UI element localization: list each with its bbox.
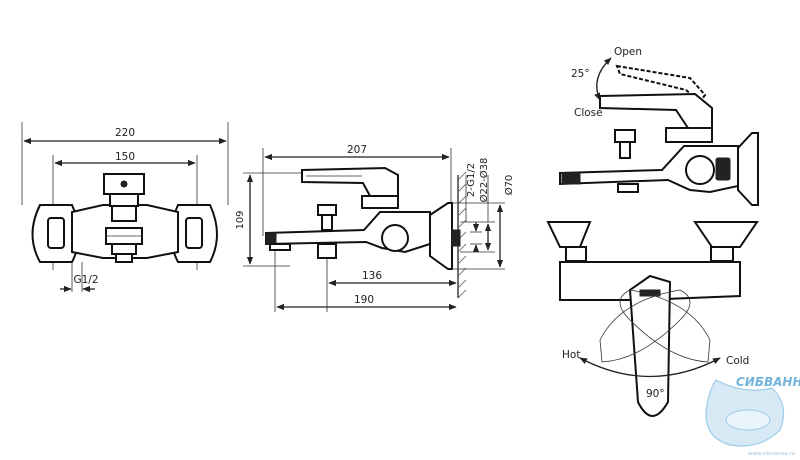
label-hot: Hot	[562, 349, 580, 361]
watermark-brand: СИБВАННА	[736, 375, 800, 389]
right-eccentric	[693, 221, 759, 248]
dim-wall-thread: 2-G1/2	[466, 163, 477, 197]
left-eccentric	[546, 221, 592, 248]
label-close: Close	[574, 107, 603, 119]
dim-thread: G1/2	[73, 274, 98, 286]
label-angle-25: 25°	[571, 68, 590, 80]
dim-total-depth: 190	[354, 294, 374, 306]
dim-centers: 150	[115, 151, 135, 163]
lever-ghost-hot	[599, 289, 691, 363]
side-view: 207 109	[235, 144, 515, 312]
front-view: 220 150 G1/2	[21, 122, 229, 293]
open-close-arc	[594, 57, 612, 101]
lever-ghost-cold	[619, 289, 711, 363]
lever-top	[628, 274, 672, 417]
handle-operation-view: Open 25° Close	[559, 46, 759, 206]
dim-height: 109	[235, 210, 246, 229]
dim-overall-width: 220	[115, 127, 135, 139]
label-angle-90: 90°	[646, 388, 665, 400]
flange-handle-view	[737, 132, 759, 206]
lever-side	[301, 166, 399, 197]
watermark-url: www.sibvanna.ru	[748, 451, 795, 457]
dim-spout-reach: 136	[362, 270, 382, 282]
watermark-logo: СИБВАННА www.sibvanna.ru	[705, 375, 800, 457]
label-open: Open	[614, 46, 642, 58]
lever-closed-position	[599, 92, 713, 129]
dim-wall-diameter-1: Ø22-Ø38	[478, 158, 490, 203]
wall-flange	[429, 202, 453, 270]
label-cold: Cold	[726, 355, 749, 367]
wall-hatch	[457, 171, 467, 299]
top-view: Hot Cold 90°	[546, 221, 759, 417]
dim-length: 207	[347, 144, 367, 156]
dim-wall-diameter-2: Ø70	[503, 175, 515, 196]
hot-cold-arc	[579, 357, 721, 378]
